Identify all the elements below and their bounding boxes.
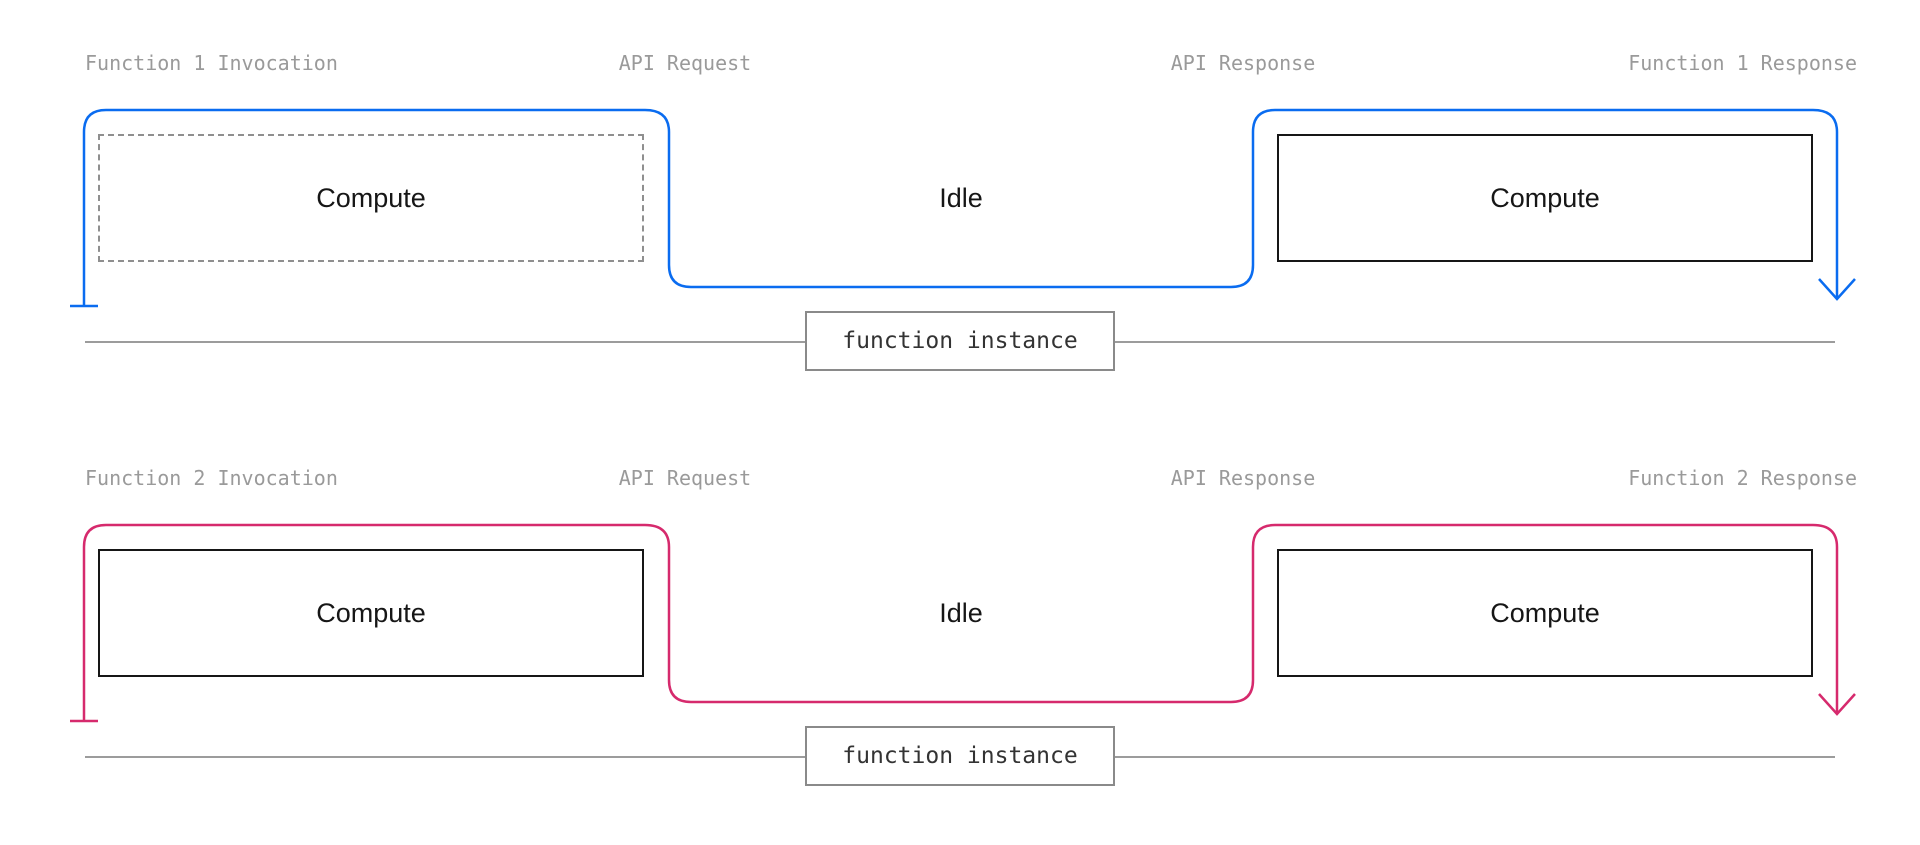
label-api-request: API Request (618, 51, 752, 75)
compute-label: Compute (1490, 597, 1600, 628)
idle-label: Idle (939, 597, 983, 628)
compute-label: Compute (316, 597, 426, 628)
idle-label: Idle (939, 182, 983, 213)
label-function-1-response: Function 1 Response (1628, 51, 1857, 75)
label-api-response: API Response (1170, 51, 1316, 75)
label-function-1-invocation: Function 1 Invocation (85, 51, 338, 75)
function-1-row: Function 1 Invocation API Request API Re… (0, 0, 1920, 400)
compute-label: Compute (1490, 182, 1600, 213)
arrowhead-down-icon (1818, 278, 1856, 301)
label-api-response: API Response (1170, 466, 1316, 490)
label-function-2-invocation: Function 2 Invocation (85, 466, 338, 490)
function-instance-label: function instance (842, 328, 1078, 354)
invocation-path (82, 523, 1839, 721)
compute-box: Compute (98, 549, 644, 677)
idle-zone: Idle (669, 549, 1253, 677)
function-instance-box: function instance (805, 311, 1115, 371)
function-instance-label: function instance (842, 743, 1078, 769)
compute-box: Compute (1277, 134, 1813, 262)
compute-box-dashed: Compute (98, 134, 644, 262)
arrowhead-down-icon (1818, 693, 1856, 716)
compute-box: Compute (1277, 549, 1813, 677)
idle-zone: Idle (669, 134, 1253, 262)
function-2-row: Function 2 Invocation API Request API Re… (0, 415, 1920, 815)
compute-label: Compute (316, 182, 426, 213)
label-api-request: API Request (618, 466, 752, 490)
label-function-2-response: Function 2 Response (1628, 466, 1857, 490)
function-instance-box: function instance (805, 726, 1115, 786)
invocation-path (82, 108, 1839, 306)
